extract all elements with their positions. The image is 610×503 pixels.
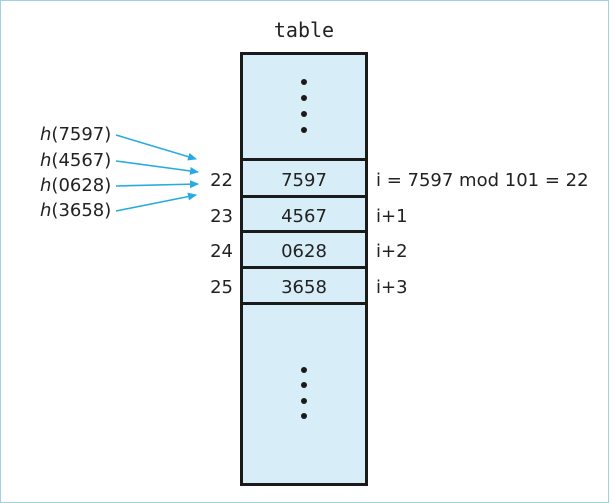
row-divider <box>240 230 368 233</box>
hash-arg: (7597) <box>51 124 112 145</box>
row-index-24: 24 <box>210 241 233 262</box>
row-note: i+2 <box>376 241 408 262</box>
hash-table <box>240 52 368 486</box>
row-index-25: 25 <box>210 277 233 298</box>
ellipsis-dot-bottom-4 <box>301 413 307 419</box>
table-cell-value: 3658 <box>281 277 327 298</box>
row-divider <box>240 266 368 269</box>
hash-call-label: h(7597) <box>40 124 111 145</box>
hash-arg: (4567) <box>51 150 112 171</box>
hash-fn-name: h <box>40 124 52 145</box>
ellipsis-dot-bottom-1 <box>301 367 307 373</box>
row-index-23: 23 <box>210 206 233 227</box>
hash-call-label: h(4567) <box>40 150 111 171</box>
hash-arg: (3658) <box>51 200 112 221</box>
row-divider <box>240 302 368 305</box>
hash-fn-name: h <box>40 200 52 221</box>
row-note: i+3 <box>376 277 408 298</box>
row-note: i = 7597 mod 101 = 22 <box>376 170 589 191</box>
hash-call-label: h(3658) <box>40 200 111 221</box>
table-title: table <box>273 18 335 42</box>
hash-fn-name: h <box>40 150 52 171</box>
ellipsis-dot-bottom-3 <box>301 398 307 404</box>
row-index-22: 22 <box>210 170 233 191</box>
table-cell-value: 4567 <box>281 206 327 227</box>
hash-arg: (0628) <box>51 175 112 196</box>
hash-call-label: h(0628) <box>40 175 111 196</box>
ellipsis-dot-top-4 <box>301 127 307 133</box>
table-cell-value: 0628 <box>281 241 327 262</box>
hash-fn-name: h <box>40 175 52 196</box>
ellipsis-dot-top-1 <box>301 79 307 85</box>
row-note: i+1 <box>376 206 408 227</box>
row-divider <box>240 158 368 161</box>
ellipsis-dot-bottom-2 <box>301 382 307 388</box>
table-cell-value: 7597 <box>281 170 327 191</box>
ellipsis-dot-top-3 <box>301 111 307 117</box>
row-divider <box>240 195 368 198</box>
ellipsis-dot-top-2 <box>301 95 307 101</box>
